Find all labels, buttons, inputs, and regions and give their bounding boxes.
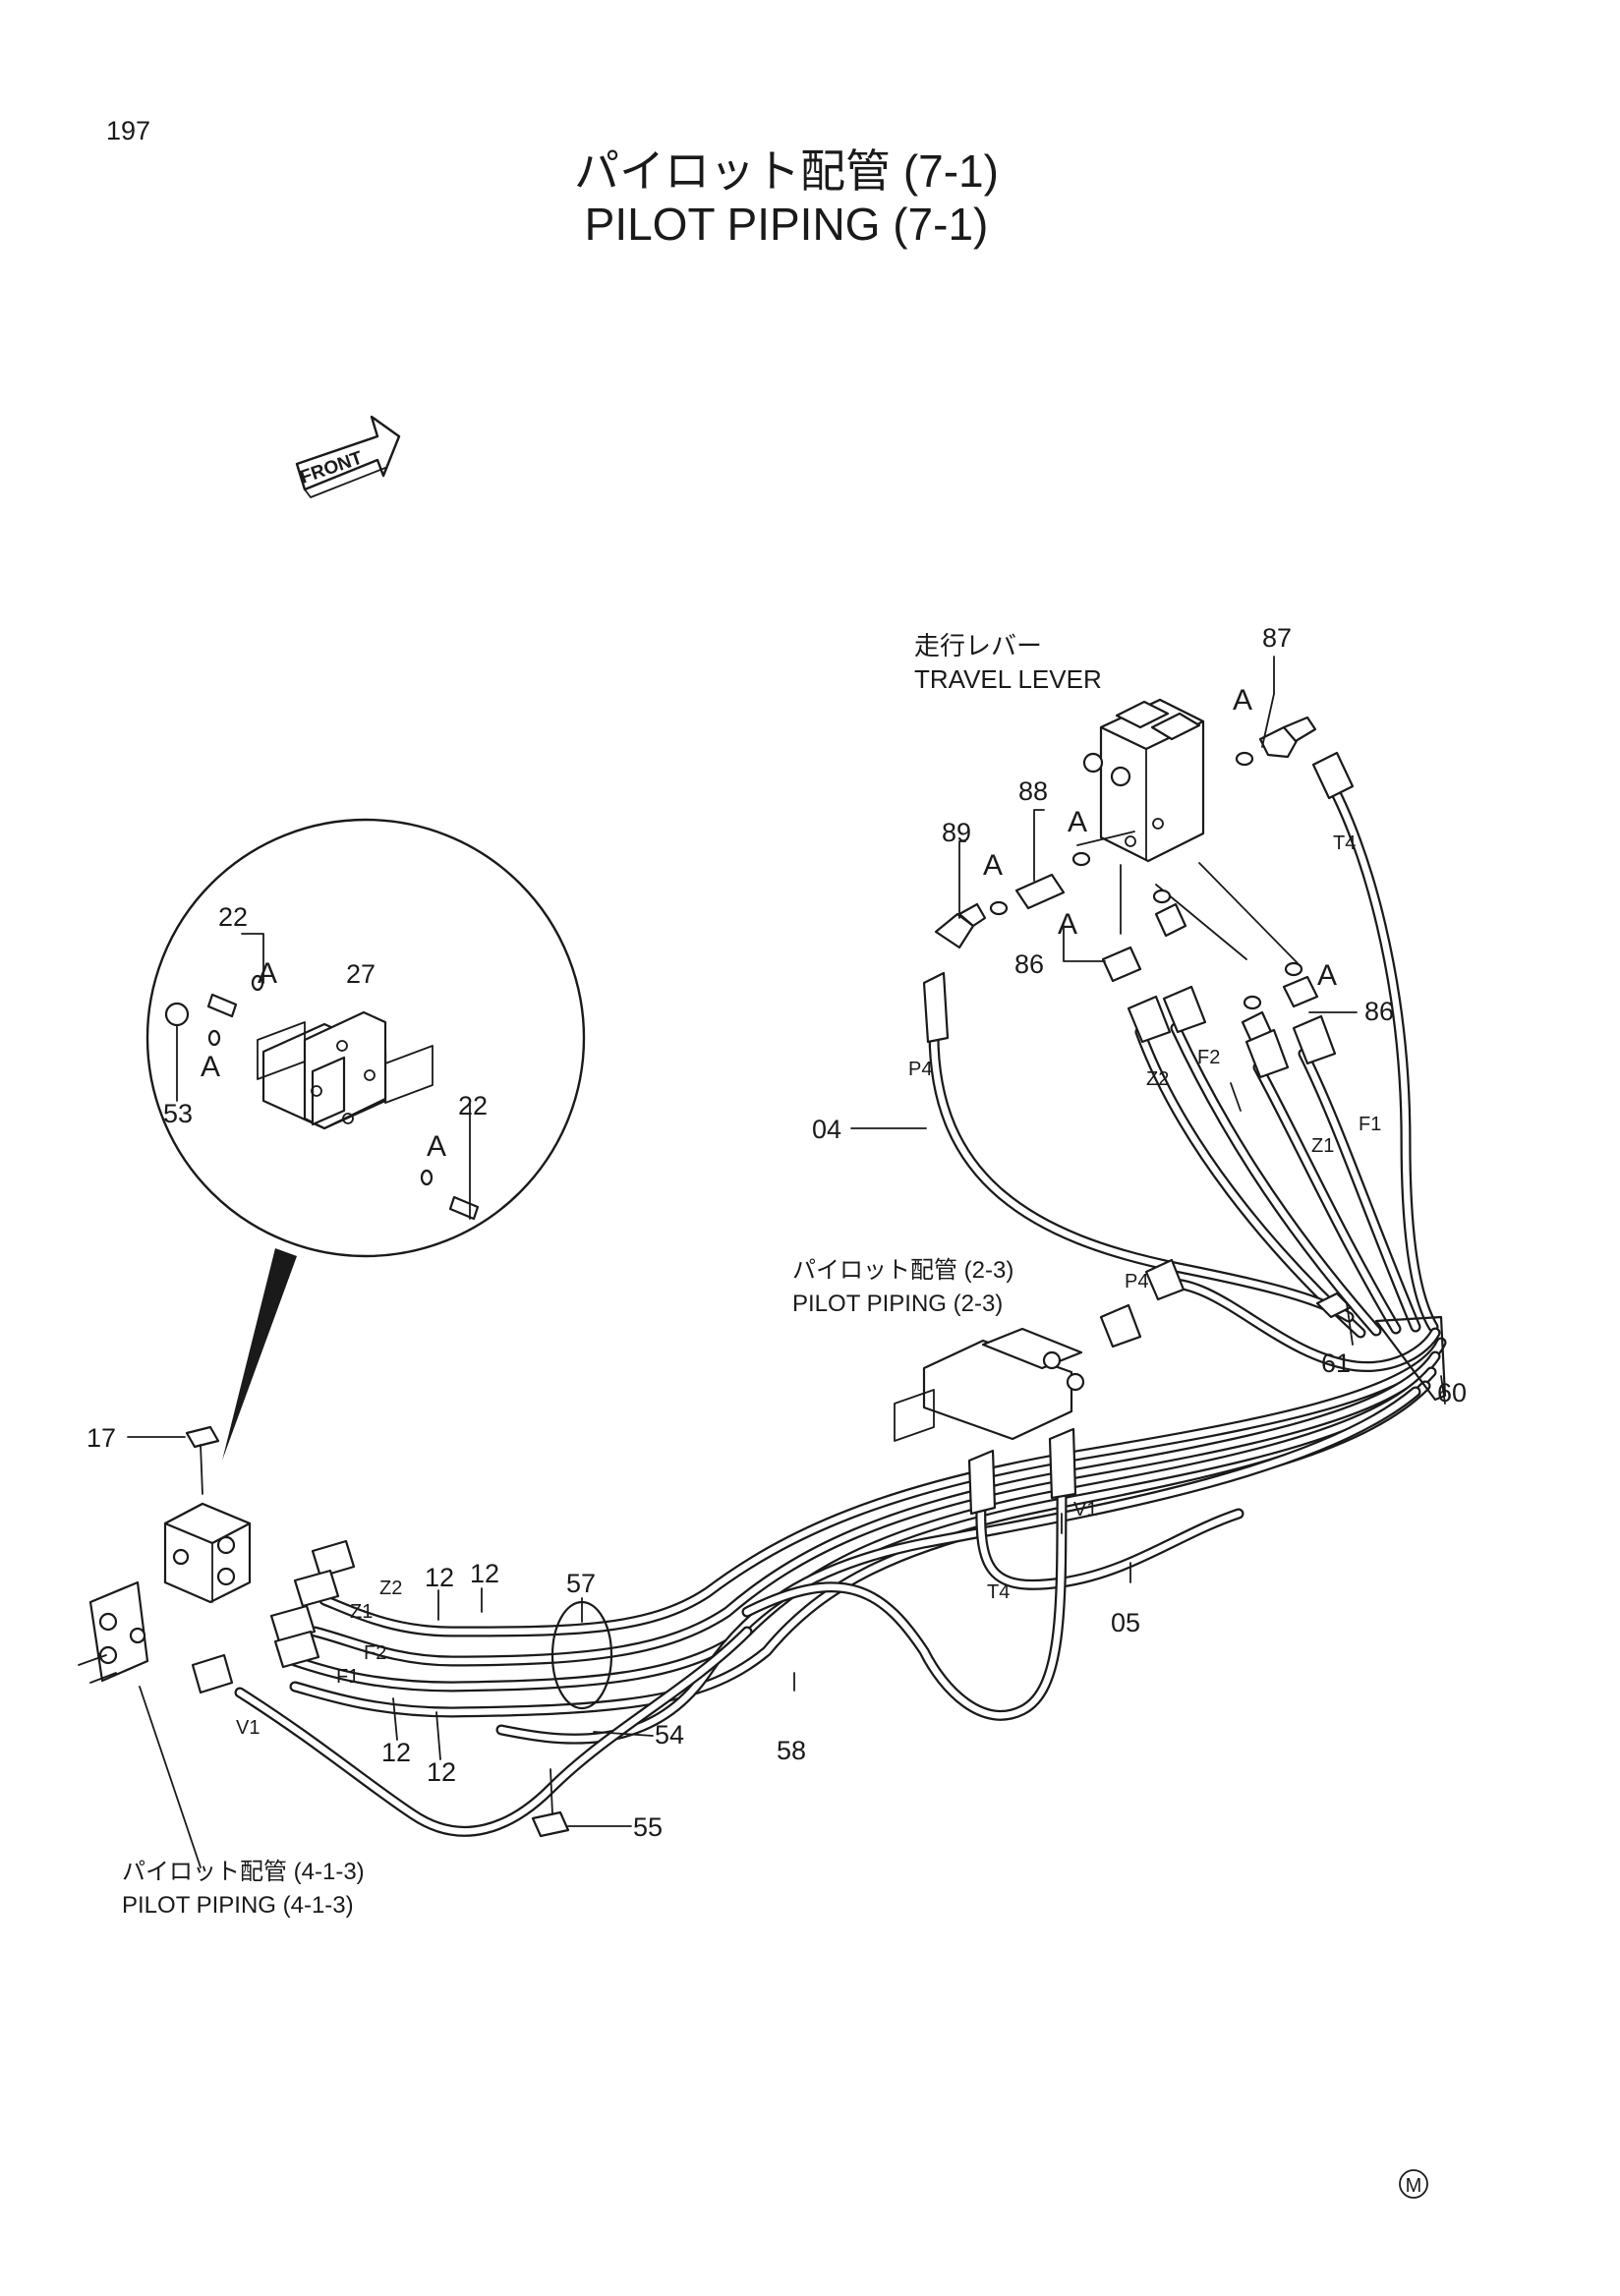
callout-22: 22 — [218, 902, 248, 932]
pilot-piping-4-1-3-en: PILOT PIPING (4-1-3) — [122, 1892, 354, 1919]
pilot-piping-2-3-jp: パイロット配管 (2-3) — [792, 1257, 1013, 1284]
callout-58: 58 — [777, 1736, 806, 1765]
callout-12: 12 — [425, 1563, 454, 1592]
callout-86: 86 — [1364, 997, 1394, 1026]
title-japanese: パイロット配管 (7-1) — [574, 145, 999, 197]
callout-89: 89 — [942, 818, 971, 847]
hose-fittings — [191, 751, 1447, 1710]
port-label-f1: F1 — [1359, 1114, 1381, 1135]
port-label-z2: Z2 — [1146, 1068, 1169, 1090]
pilot-piping-2-3-en: PILOT PIPING (2-3) — [792, 1291, 1003, 1317]
callout-12: 12 — [470, 1559, 499, 1588]
port-label-z1: Z1 — [350, 1601, 373, 1623]
detail-marker-a: A — [1317, 959, 1337, 992]
callout-12: 12 — [381, 1738, 411, 1767]
callout-86: 86 — [1014, 949, 1044, 979]
callout-88: 88 — [1018, 776, 1048, 806]
fittings-group — [934, 716, 1319, 1046]
callout-04: 04 — [812, 1115, 841, 1144]
callout-05: 05 — [1111, 1608, 1140, 1637]
port-label-p4: P4 — [1125, 1271, 1148, 1292]
port-label-t4: T4 — [987, 1581, 1010, 1603]
detail-marker-a: A — [201, 1051, 220, 1083]
callout-17: 17 — [87, 1423, 116, 1453]
port-label-p4: P4 — [908, 1059, 932, 1080]
front-label: FRONT — [298, 447, 366, 488]
page-number: 197 — [106, 116, 150, 145]
bolt-55-icon — [531, 1768, 570, 1838]
port-label-f1: F1 — [336, 1666, 359, 1688]
manifold-block — [78, 1502, 252, 1684]
callout-87: 87 — [1262, 623, 1292, 653]
detail-marker-a: A — [1058, 908, 1077, 941]
port-label-z2: Z2 — [379, 1578, 402, 1599]
travel-lever-en: TRAVEL LEVER — [914, 664, 1102, 694]
port-label-v1: V1 — [236, 1717, 260, 1739]
callout-55: 55 — [633, 1812, 663, 1842]
footer-circle-mark: M — [1399, 2169, 1428, 2199]
detail-marker-a: A — [427, 1130, 446, 1163]
bolt-17-icon — [185, 1425, 220, 1495]
port-label-f2: F2 — [364, 1642, 386, 1664]
pipe-bundle — [234, 771, 1447, 1837]
port-label-z1: Z1 — [1311, 1135, 1334, 1157]
callout-61: 61 — [1321, 1349, 1351, 1378]
travel-lever-assembly — [1082, 698, 1205, 863]
callout-60: 60 — [1437, 1378, 1467, 1407]
pilot-valve-2-3 — [894, 1327, 1085, 1442]
svg-text:M: M — [1406, 2175, 1422, 2197]
callout-53: 53 — [163, 1099, 193, 1128]
port-label-v1: V1 — [1073, 1499, 1097, 1521]
travel-lever-jp: 走行レバー — [914, 631, 1042, 660]
detail-marker-a: A — [1233, 684, 1252, 717]
port-label-t4: T4 — [1333, 832, 1356, 854]
detail-circle: A A A 22 27 53 22 — [145, 818, 586, 1461]
detail-marker-a: A — [983, 849, 1003, 882]
pilot-piping-4-1-3-jp: パイロット配管 (4-1-3) — [122, 1859, 365, 1885]
port-label-f2: F2 — [1197, 1047, 1220, 1068]
callout-54: 54 — [655, 1720, 684, 1750]
front-arrow-icon: FRONT — [295, 415, 401, 498]
callout-27: 27 — [346, 959, 376, 989]
callout-22: 22 — [458, 1091, 488, 1120]
title-english: PILOT PIPING (7-1) — [585, 199, 989, 250]
callout-12: 12 — [427, 1757, 456, 1787]
detail-marker-a: A — [258, 957, 277, 990]
callout-57: 57 — [566, 1569, 596, 1598]
detail-marker-a: A — [1068, 806, 1087, 838]
